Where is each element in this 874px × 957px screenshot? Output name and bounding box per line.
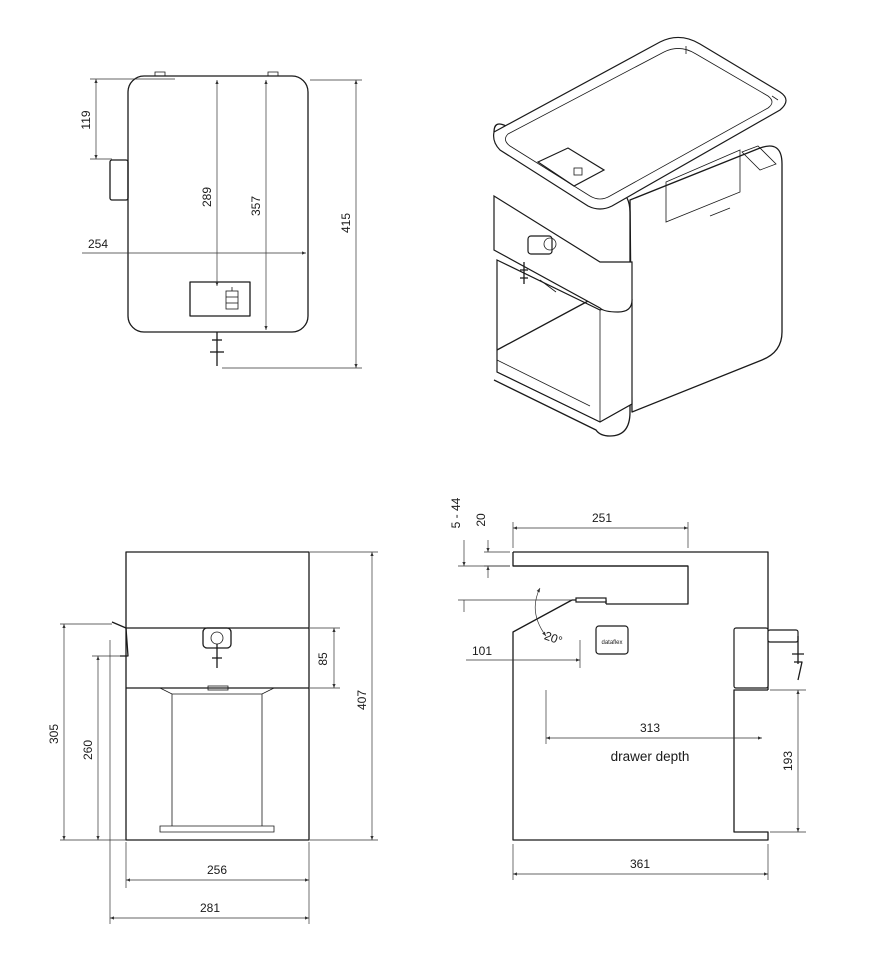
side-handle bbox=[109, 159, 129, 201]
lock-icon bbox=[225, 287, 239, 310]
dim-side-101: 101 bbox=[472, 644, 492, 658]
top-hinge-nubs bbox=[154, 71, 279, 76]
angle-arc bbox=[534, 587, 547, 637]
dim-side-251: 251 bbox=[592, 511, 612, 525]
dim-side-193: 193 bbox=[781, 751, 795, 771]
iso-drawer-band bbox=[493, 194, 633, 313]
top-view-body bbox=[127, 75, 309, 333]
badge-window bbox=[189, 281, 251, 317]
side-key bbox=[792, 636, 804, 681]
dim-side-angle: 20° bbox=[542, 629, 564, 648]
dim-front-85: 85 bbox=[316, 652, 330, 666]
dim-top-357: 357 bbox=[249, 196, 263, 216]
dim-front-407: 407 bbox=[355, 690, 369, 710]
dim-front-305: 305 bbox=[47, 724, 61, 744]
drawer-depth-caption: drawer depth bbox=[611, 749, 690, 764]
iso-badge-slot bbox=[536, 147, 606, 187]
iso-side-window bbox=[665, 149, 741, 223]
isometric-view bbox=[493, 36, 787, 437]
front-view: 85 407 305 260 256 281 bbox=[47, 551, 378, 924]
iso-lid bbox=[493, 36, 787, 210]
dim-front-256: 256 bbox=[207, 863, 227, 877]
iso-right-side bbox=[629, 145, 783, 413]
side-badge-button bbox=[595, 625, 629, 655]
dim-top-289: 289 bbox=[200, 187, 214, 207]
front-latch bbox=[111, 621, 129, 657]
iso-key bbox=[520, 262, 528, 284]
dim-side-313: 313 bbox=[640, 721, 660, 735]
dim-top-119: 119 bbox=[79, 110, 93, 129]
side-lock-housing bbox=[733, 627, 769, 689]
dim-front-260: 260 bbox=[81, 740, 95, 760]
top-view: 119 289 357 415 254 bbox=[79, 71, 362, 369]
side-view: dataflex 5 - 44 20 251 20° 101 bbox=[449, 497, 806, 880]
side-key-cylinder bbox=[767, 629, 799, 643]
key-icon bbox=[210, 332, 224, 366]
side-badge-brand: dataflex bbox=[601, 640, 622, 646]
front-body bbox=[125, 551, 310, 841]
side-lid bbox=[512, 551, 769, 690]
side-drawer-top bbox=[513, 565, 689, 605]
dim-side-20: 20 bbox=[474, 513, 488, 527]
dim-top-254: 254 bbox=[88, 237, 108, 251]
dim-front-281: 281 bbox=[200, 901, 220, 915]
iso-lock bbox=[527, 235, 553, 255]
front-key bbox=[212, 644, 222, 668]
dim-top-415: 415 bbox=[339, 213, 353, 233]
dim-side-5-44: 5 - 44 bbox=[449, 497, 463, 528]
dim-side-361: 361 bbox=[630, 857, 650, 871]
